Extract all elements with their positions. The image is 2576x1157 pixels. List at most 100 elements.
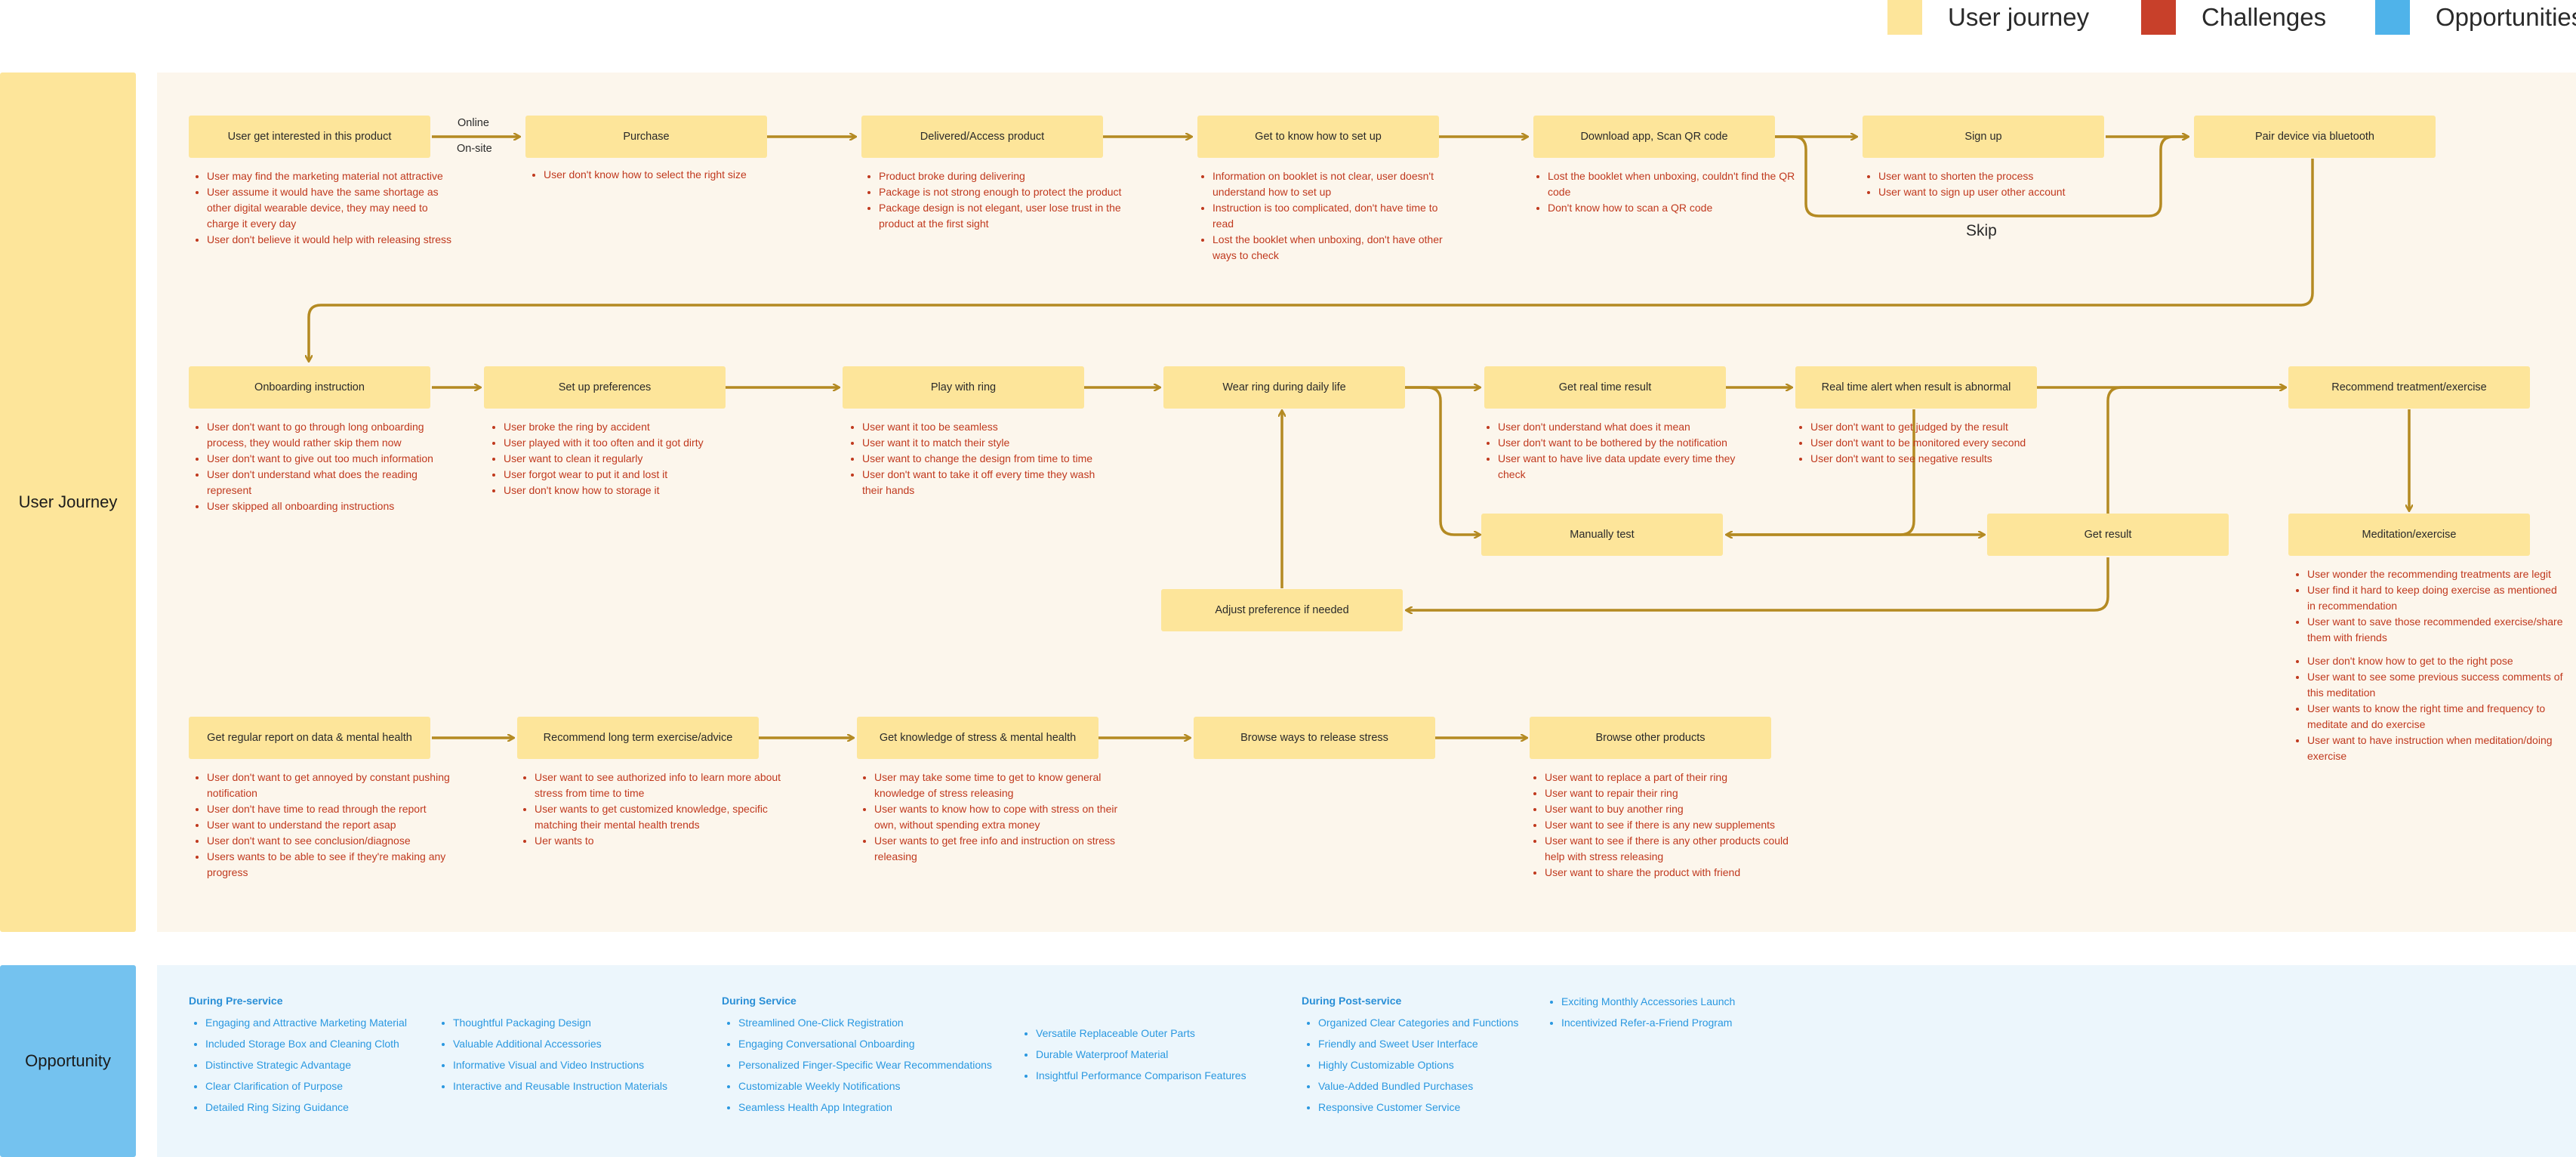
challenge-item: User wants to know how to cope with stre…	[874, 801, 1123, 833]
step-recommend-treatment[interactable]: Recommend treatment/exercise	[2288, 366, 2530, 409]
challenges-onboarding: User don't want to go through long onboa…	[190, 419, 456, 514]
challenges-regular-report: User don't want to get annoyed by consta…	[190, 770, 456, 881]
challenge-item: User want to repair their ring	[1545, 785, 1794, 801]
challenge-item: Don't know how to scan a QR code	[1548, 200, 1797, 216]
opportunity-item: Thoughtful Packaging Design	[453, 1012, 667, 1033]
opportunity-item: Detailed Ring Sizing Guidance	[205, 1097, 407, 1118]
challenge-item: User wonder the recommending treatments …	[2307, 566, 2564, 582]
opportunity-list-service-1: Streamlined One-Click Registration Engag…	[723, 1012, 992, 1118]
challenges-purchase: User don't know how to select the right …	[527, 167, 793, 183]
challenge-item: User don't know how to select the right …	[544, 167, 793, 183]
challenges-download-app: Lost the booklet when unboxing, couldn't…	[1531, 168, 1797, 216]
challenge-item: User don't want to be monitored every se…	[1810, 435, 2067, 451]
challenge-item: User want to shorten the process	[1878, 168, 2128, 184]
legend-label-opportunities: Opportunities	[2436, 3, 2576, 31]
opportunity-item: Included Storage Box and Cleaning Cloth	[205, 1033, 407, 1054]
step-get-result[interactable]: Get result	[1987, 514, 2229, 556]
step-onboarding[interactable]: Onboarding instruction	[189, 366, 430, 409]
challenge-item: User don't believe it would help with re…	[207, 232, 456, 248]
challenge-item: User forgot wear to put it and lost it	[504, 467, 775, 483]
step-browse-other-products[interactable]: Browse other products	[1530, 717, 1771, 759]
challenge-item: User want to see if there is any other p…	[1545, 833, 1794, 865]
challenge-item: User don't have time to read through the…	[207, 801, 456, 817]
challenge-item: User want to see some previous success c…	[2307, 669, 2564, 701]
opportunity-panel	[157, 965, 2576, 1157]
opportunity-item: Incentivized Refer-a-Friend Program	[1561, 1012, 1735, 1033]
step-browse-release-stress[interactable]: Browse ways to release stress	[1194, 717, 1435, 759]
step-manually-test[interactable]: Manually test	[1481, 514, 1723, 556]
challenge-item: User want it too be seamless	[862, 419, 1111, 435]
opportunity-list-pre-service-1: Engaging and Attractive Marketing Materi…	[190, 1012, 407, 1118]
step-sign-up[interactable]: Sign up	[1863, 116, 2104, 158]
step-real-time-result[interactable]: Get real time result	[1484, 366, 1726, 409]
opportunity-list-pre-service-2: Thoughtful Packaging Design Valuable Add…	[438, 1012, 667, 1097]
challenge-item: User don't want to see negative results	[1810, 451, 2067, 467]
challenge-item: User may take some time to get to know g…	[874, 770, 1123, 801]
challenge-item: User wants to know the right time and fr…	[2307, 701, 2564, 733]
step-delivered[interactable]: Delivered/Access product	[861, 116, 1103, 158]
step-recommend-long-term[interactable]: Recommend long term exercise/advice	[517, 717, 759, 759]
step-wear-ring[interactable]: Wear ring during daily life	[1163, 366, 1405, 409]
challenge-item: User skipped all onboarding instructions	[207, 498, 456, 514]
legend-label-user-journey: User journey	[1948, 3, 2090, 31]
challenge-item: User want to clean it regularly	[504, 451, 775, 467]
challenge-item: User want it to match their style	[862, 435, 1111, 451]
opportunity-item: Personalized Finger-Specific Wear Recomm…	[738, 1054, 992, 1075]
opportunity-item: Interactive and Reusable Instruction Mat…	[453, 1075, 667, 1097]
opportunity-heading-service: During Service	[722, 995, 797, 1007]
challenge-item: User don't want to get judged by the res…	[1810, 419, 2067, 435]
step-download-app[interactable]: Download app, Scan QR code	[1533, 116, 1775, 158]
opportunity-item: Informative Visual and Video Instruction…	[453, 1054, 667, 1075]
label-onsite: On-site	[457, 143, 492, 155]
challenge-item: User don't want to go through long onboa…	[207, 419, 456, 451]
opportunity-item: Engaging Conversational Onboarding	[738, 1033, 992, 1054]
step-set-up-preferences[interactable]: Set up preferences	[484, 366, 726, 409]
challenge-item: Package design is not elegant, user lose…	[879, 200, 1128, 232]
challenge-item: Lost the booklet when unboxing, don't ha…	[1213, 232, 1462, 264]
challenges-get-to-know-setup: Information on booklet is not clear, use…	[1196, 168, 1462, 264]
challenge-item: Instruction is too complicated, don't ha…	[1213, 200, 1462, 232]
challenge-item: User wants to get free info and instruct…	[874, 833, 1123, 865]
step-adjust-preference[interactable]: Adjust preference if needed	[1161, 589, 1403, 631]
challenge-item: User wants to get customized knowledge, …	[535, 801, 784, 833]
challenge-item: User don't want to give out too much inf…	[207, 451, 456, 467]
step-user-interested[interactable]: User get interested in this product	[189, 116, 430, 158]
challenge-item: User want to have instruction when medit…	[2307, 733, 2564, 764]
challenge-item: User don't understand what does the read…	[207, 467, 456, 498]
opportunity-heading-pre-service: During Pre-service	[189, 995, 283, 1007]
challenge-item: User want to buy another ring	[1545, 801, 1794, 817]
opportunity-item: Exciting Monthly Accessories Launch	[1561, 991, 1735, 1012]
challenge-item: User assume it would have the same short…	[207, 184, 456, 232]
opportunity-item: Streamlined One-Click Registration	[738, 1012, 992, 1033]
opportunity-item: Highly Customizable Options	[1318, 1054, 1518, 1075]
challenges-meditation-exercise: User wonder the recommending treatments …	[2291, 566, 2564, 764]
challenges-real-time-result: User don't understand what does it mean …	[1481, 419, 1747, 483]
step-knowledge-of-stress[interactable]: Get knowledge of stress & mental health	[857, 717, 1098, 759]
step-purchase[interactable]: Purchase	[525, 116, 767, 158]
challenge-item: User want to have live data update every…	[1498, 451, 1747, 483]
step-meditation-exercise[interactable]: Meditation/exercise	[2288, 514, 2530, 556]
step-pair-device[interactable]: Pair device via bluetooth	[2194, 116, 2436, 158]
challenges-knowledge-of-stress: User may take some time to get to know g…	[858, 770, 1123, 865]
opportunity-item: Durable Waterproof Material	[1036, 1044, 1246, 1065]
step-get-to-know-setup[interactable]: Get to know how to set up	[1197, 116, 1439, 158]
challenges-sign-up: User want to shorten the process User wa…	[1862, 168, 2128, 200]
opportunity-item: Valuable Additional Accessories	[453, 1033, 667, 1054]
challenge-item: User want to share the product with frie…	[1545, 865, 1794, 881]
label-online: Online	[458, 117, 489, 129]
challenges-real-time-alert: User don't want to get judged by the res…	[1794, 419, 2067, 467]
step-regular-report[interactable]: Get regular report on data & mental heal…	[189, 717, 430, 759]
step-real-time-alert[interactable]: Real time alert when result is abnormal	[1795, 366, 2037, 409]
challenge-item: User want to save those recommended exer…	[2307, 614, 2564, 646]
opportunity-list-service-2: Versatile Replaceable Outer Parts Durabl…	[1021, 1023, 1246, 1086]
opportunity-item: Friendly and Sweet User Interface	[1318, 1033, 1518, 1054]
challenge-item: User don't know how to get to the right …	[2307, 653, 2564, 669]
opportunity-item: Customizable Weekly Notifications	[738, 1075, 992, 1097]
legend-swatch-challenges	[2141, 0, 2176, 35]
legend-label-challenges: Challenges	[2202, 3, 2327, 31]
challenge-item: User want to sign up user other account	[1878, 184, 2128, 200]
challenge-item: User may find the marketing material not…	[207, 168, 456, 184]
challenge-item: Lost the booklet when unboxing, couldn't…	[1548, 168, 1797, 200]
challenge-item: User played with it too often and it got…	[504, 435, 775, 451]
step-play-with-ring[interactable]: Play with ring	[843, 366, 1084, 409]
